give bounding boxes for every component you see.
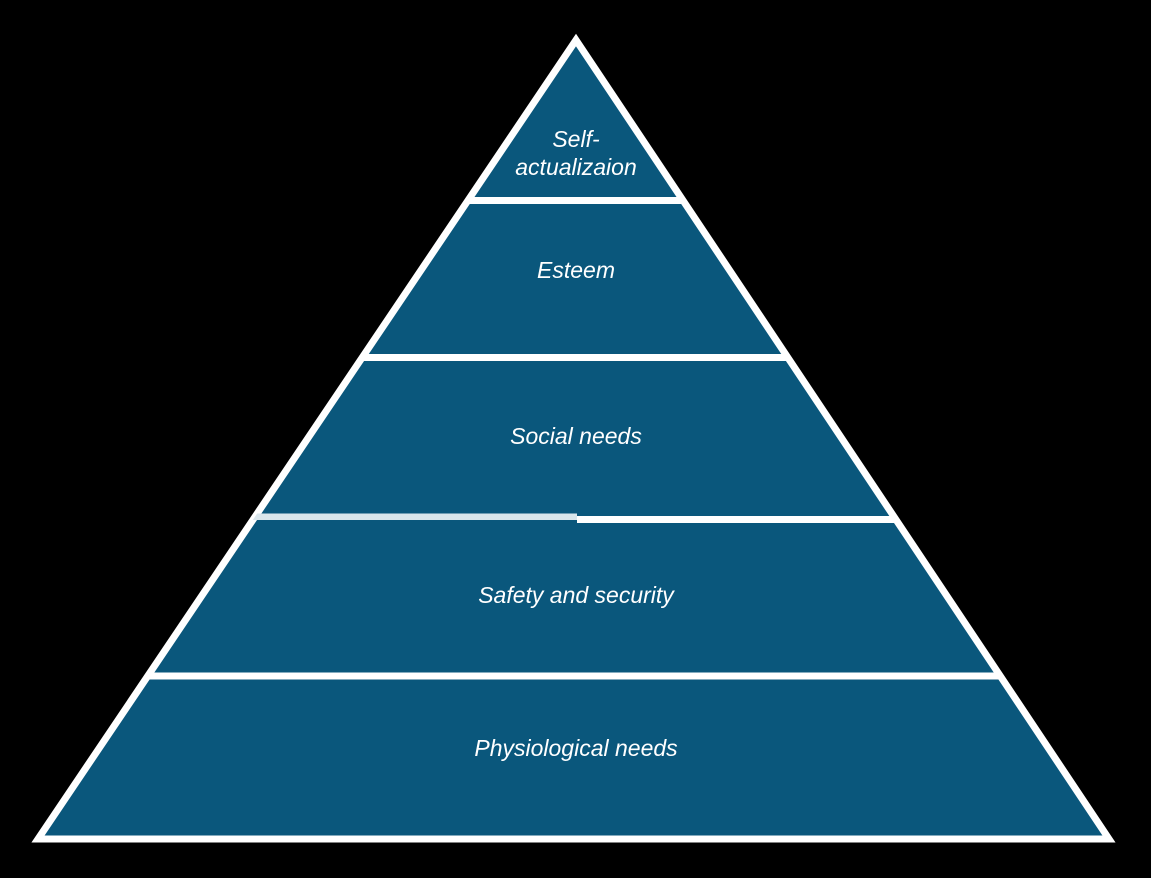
divider-esteem-social [38, 354, 1109, 361]
divider-self-esteem [38, 197, 1109, 204]
level-label-line: actualizaion [515, 154, 637, 180]
level-label-safety-and-security: Safety and security [478, 582, 674, 608]
level-label-esteem: Esteem [537, 257, 615, 283]
level-label-physiological-needs: Physiological needs [474, 735, 678, 761]
divider-safety-physiological [38, 672, 1109, 680]
level-dividers [38, 197, 1109, 680]
level-label-social-needs: Social needs [510, 423, 642, 449]
level-label-line: Self- [552, 126, 600, 152]
level-label-self-actualization: Self- actualizaion [515, 125, 636, 181]
divider-social-safety-right [577, 516, 1109, 523]
pyramid-body [31, 33, 1116, 843]
divider-social-safety-left [38, 513, 577, 520]
